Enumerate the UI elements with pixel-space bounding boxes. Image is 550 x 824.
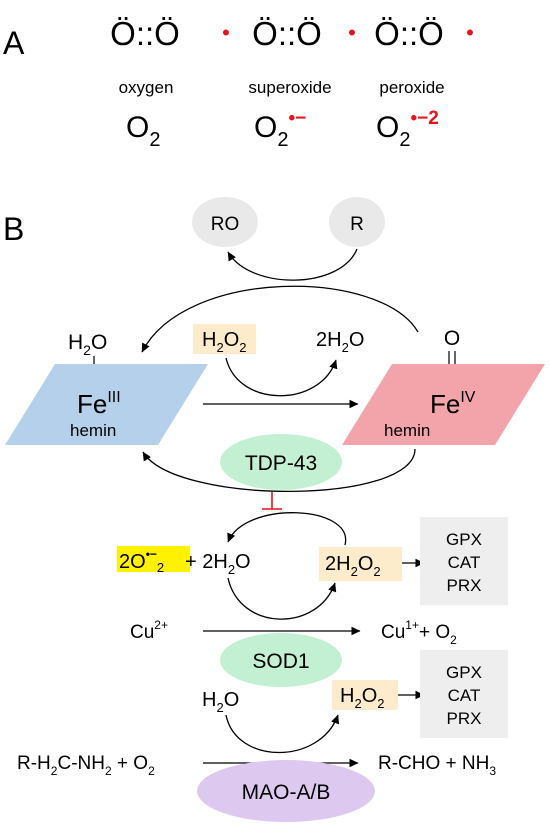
tdp-loop-arrow — [227, 512, 347, 546]
h2o2-bottom-box — [332, 680, 398, 710]
h2o2-top-box — [193, 324, 256, 354]
oxygen-lewis: Ö::Ö — [110, 15, 180, 52]
r-to-ro-arrow — [227, 248, 358, 281]
aldehyde-product: R-CHO + NH3 — [378, 753, 496, 778]
mao-ellipse — [197, 760, 375, 822]
h2o2-top: H2O2 — [202, 329, 246, 355]
fe4-label: FeIV — [430, 389, 476, 419]
enzyme-1-cat: CAT — [448, 553, 481, 572]
mao-label: MAO-A/B — [242, 781, 331, 804]
superoxide-highlight — [117, 546, 190, 572]
superoxide-reactant: 2O•−2 — [119, 547, 164, 575]
enzyme-2-prx: PRX — [447, 709, 482, 728]
ro-label: RO — [211, 214, 240, 235]
h2o-bottom: H2O — [202, 689, 239, 715]
peroxide-radical-dot-right: • — [466, 20, 474, 45]
peroxide-radical-dot-left: • — [348, 20, 356, 45]
fe3-hemin-shape — [5, 364, 208, 445]
enzyme-1-prx: PRX — [447, 576, 482, 595]
sod1-label: SOD1 — [252, 650, 309, 673]
tdp43-label: TDP-43 — [245, 452, 317, 475]
amine-substrate: R-H2C-NH2 + O2 — [17, 753, 155, 778]
enzymes-2-box — [420, 650, 508, 738]
fe4-hemin: hemin — [384, 421, 430, 440]
fe3-label: FeIII — [77, 389, 121, 419]
upper-return-arrow — [141, 285, 419, 353]
superoxide-formula: O2•− — [254, 108, 306, 151]
superoxide-name: superoxide — [248, 78, 331, 97]
two-h2o-top: 2H2O — [316, 329, 364, 355]
panel-a-letter: A — [3, 25, 25, 61]
peroxide-formula: O2•−2 — [376, 108, 439, 151]
superoxide-lewis: Ö::Ö — [252, 15, 322, 52]
oxygen-formula: O2 — [126, 111, 160, 151]
r-label: R — [350, 214, 364, 235]
oxo-o: O — [444, 327, 460, 350]
enzymes-1-box — [420, 517, 508, 605]
cu1-ion: Cu1++ O2 — [381, 618, 457, 647]
superoxide-radical-dot: • — [222, 20, 230, 45]
lower-return-arrow — [142, 448, 416, 492]
cu2-ion: Cu2+ — [130, 618, 168, 643]
fe4-hemin-shape — [342, 364, 545, 445]
sod-loop-arrow — [227, 577, 337, 620]
h2o2-bottom: H2O2 — [340, 685, 384, 711]
r-ellipse — [329, 197, 385, 247]
peroxide-lewis: Ö::Ö — [374, 15, 444, 52]
h2o2-to-h2o-arrow — [225, 357, 338, 397]
fe3-hemin: hemin — [70, 421, 116, 440]
mao-loop-arrow — [225, 714, 340, 754]
sod1-ellipse — [220, 633, 342, 687]
h2o-left: H2O — [68, 331, 107, 358]
enzyme-2-cat: CAT — [448, 686, 481, 705]
enzyme-1-gpx: GPX — [446, 530, 482, 549]
peroxide-name: peroxide — [379, 78, 444, 97]
tdp43-ellipse — [220, 434, 342, 490]
panel-b-letter: B — [3, 211, 24, 247]
two-h2o2: 2H2O2 — [325, 553, 381, 579]
ro-ellipse — [192, 197, 258, 247]
two-h2o2-box — [319, 547, 402, 581]
plus-2h2o: + 2H2O — [185, 551, 251, 577]
enzyme-2-gpx: GPX — [446, 663, 482, 682]
oxygen-name: oxygen — [119, 78, 174, 97]
